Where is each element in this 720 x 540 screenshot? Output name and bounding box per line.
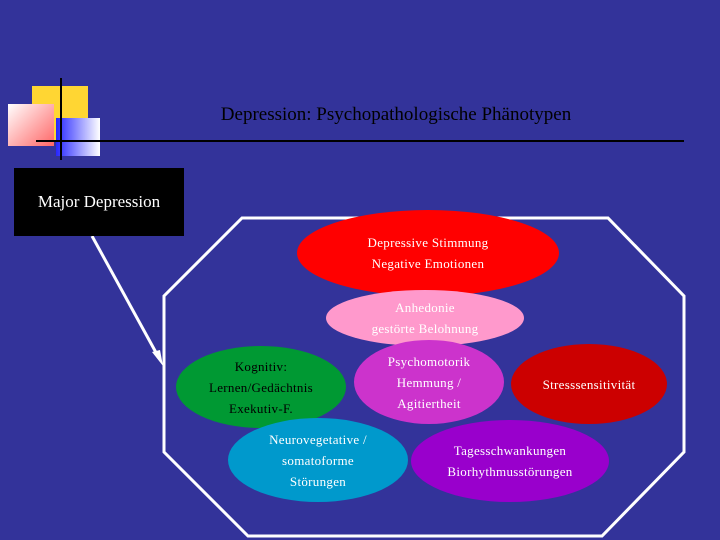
arrow-line bbox=[90, 235, 161, 359]
ellipse-stresssensitivitaet: Stresssensitivität bbox=[511, 344, 667, 424]
decor-square-blue bbox=[56, 118, 100, 156]
arrow-head bbox=[152, 350, 163, 366]
ellipse-neurovegetativ-label: Neurovegetative / somatoforme Störungen bbox=[269, 431, 367, 489]
ellipse-anhedonie-label: Anhedonie gestörte Belohnung bbox=[371, 300, 479, 336]
ellipse-tagesschwankungen: Tagesschwankungen Biorhythmusstörungen bbox=[411, 420, 609, 502]
slide-title: Depression: Psychopathologische Phänotyp… bbox=[220, 104, 572, 125]
title-underline bbox=[36, 140, 684, 142]
decor-square-red bbox=[8, 104, 54, 146]
ellipse-psychomotorik: Psychomotorik Hemmung / Agitiertheit bbox=[354, 340, 504, 424]
octagon-outline bbox=[162, 216, 686, 538]
decor-vertical-line bbox=[60, 78, 62, 160]
ellipse-kognitiv-label: Kognitiv: Lernen/Gedächtnis Exekutiv-F. bbox=[208, 358, 313, 416]
ellipse-stresssensitivitaet-label: Stresssensitivität bbox=[542, 376, 636, 392]
ellipse-depressive-stimmung-label: Depressive Stimmung Negative Emotionen bbox=[367, 235, 489, 271]
major-depression-box: Major Depression bbox=[14, 168, 184, 236]
ellipse-anhedonie: Anhedonie gestörte Belohnung bbox=[326, 290, 524, 346]
ellipse-tagesschwankungen-label: Tagesschwankungen Biorhythmusstörungen bbox=[447, 443, 573, 479]
ellipse-kognitiv: Kognitiv: Lernen/Gedächtnis Exekutiv-F. bbox=[176, 346, 346, 428]
ellipse-depressive-stimmung: Depressive Stimmung Negative Emotionen bbox=[297, 210, 559, 296]
ellipse-psychomotorik-label: Psychomotorik Hemmung / Agitiertheit bbox=[387, 353, 471, 411]
ellipse-neurovegetativ: Neurovegetative / somatoforme Störungen bbox=[228, 418, 408, 502]
